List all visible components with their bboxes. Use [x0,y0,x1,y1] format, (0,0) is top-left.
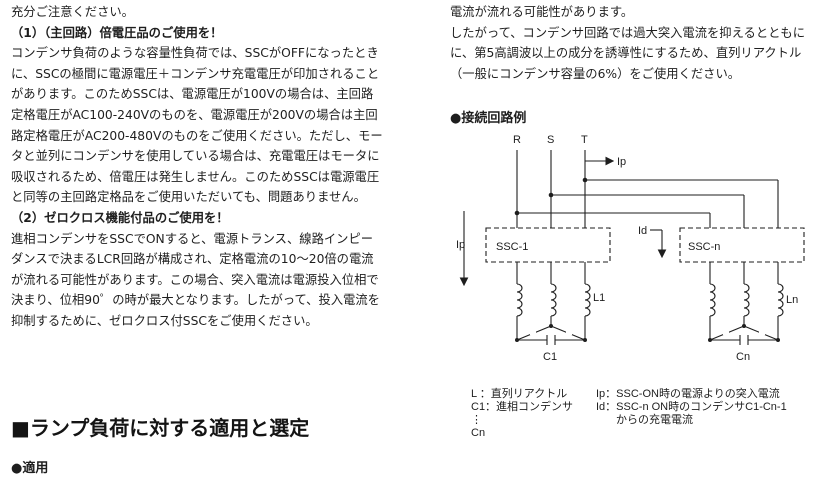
phase-r-label: R [513,134,521,146]
legend-right: Ip：SSC-ON時の電源よりの突入電流 Id：SSC-n ON時のコンデンサC… [596,388,787,427]
phase-t-label: T [581,134,588,146]
section-title: ■ランプ負荷に対する適用と選定 [11,416,310,440]
ip-top-label: Ip [617,156,626,168]
reactor-coil [777,283,784,317]
ssc-1-label: SSC-1 [496,241,528,253]
legend-item: Id：SSC-n ON時のコンデンサC1-Cn-1 [596,401,787,413]
paragraph-line: に、SSCの極間に電源電圧＋コンデンサ充電電圧が印加されること [11,66,380,81]
phase-s-label: S [547,134,554,146]
subsection-heading: （2）ゼロクロス機能付品のご使用を！ [11,211,229,225]
legend-item: C1：進相コンデンサ [471,401,574,413]
paragraph-line: 充分ご注意ください。 [11,5,134,19]
paragraph-line: 定格電圧がAC100-240Vのものを、電源電圧が200Vの場合は主回 [11,108,378,122]
paragraph-line: があります。このためSSCは、電源電圧が100Vの場合は、主回路 [11,87,374,102]
reactor-coil [550,283,557,317]
ssc-n-label: SSC-n [688,241,720,253]
reactor-coil [584,283,591,317]
ip-left-label: Ip [456,239,465,251]
legend-left: L ：直列リアクトル C1：進相コンデンサ ⋮ Cn [471,388,573,440]
ssc-1-box [485,227,611,263]
reactor-coil [709,283,716,317]
paragraph-line: が流れる可能性があります。この場合、突入電流は電源投入位相で [11,272,379,287]
paragraph-line: タと並列にコンデンサを使用している場合は、充電電圧はモータに [11,149,380,164]
legend-item: ⋮ [471,414,482,426]
paragraph-line: 抑制するために、ゼロクロス付SSCをご使用ください。 [11,314,318,328]
section-subtitle: ●適用 [11,461,49,476]
paragraph-line: に、第5高調波以上の成分を誘導性にするため、直列リアクトル [450,46,802,61]
circuit-example-title: ●接続回路例 [450,111,527,126]
subsection-heading: （1）（主回路）倍電圧品のご使用を！ [11,25,223,40]
ln-label: Ln [786,294,798,306]
paragraph-line: 電流が流れる可能性があります。 [450,5,634,19]
legend-item: からの充電電流 [616,414,693,426]
id-label: Id [638,225,647,237]
connection-circuit-diagram: R S T Ip Ip Id SSC-1 SSC-n L1 Ln C1 Cn [456,134,805,363]
paragraph-line: したがって、コンデンサ回路では過大突入電流を抑えるとともに [450,25,806,40]
paragraph-line: ダンスで決まるLCR回路が構成され、定格電流の10～20倍の電流 [11,252,374,267]
reactor-coil [743,283,750,317]
legend-item: Ip：SSC-ON時の電源よりの突入電流 [596,388,780,400]
l1-label: L1 [593,292,605,304]
reactor-coil [516,283,523,317]
paragraph-line: 進相コンデンサをSSCでONすると、電源トランス、線路インピー [11,231,374,246]
paragraph-line: 吸収されるため、倍電圧は発生しません。このためSSCは電源電圧 [11,169,380,184]
paragraph-line: 決まり、位相90゜の時が最大となります。したがって、投入電流を [11,293,380,308]
paragraph-line: 路定格電圧がAC200-480Vのものをご使用ください。ただし、モー [11,128,383,143]
c1-label: C1 [543,351,557,363]
paragraph-line: （一般にコンデンサ容量の6%）をご使用ください。 [450,66,741,81]
cn-label: Cn [736,351,750,363]
legend-item: Cn [471,427,486,439]
paragraph-line: と同等の主回路定格品をご使用いただいても、問題ありません。 [11,190,366,205]
ssc-n-box [679,227,805,263]
legend-item: L ：直列リアクトル [471,388,568,400]
paragraph-line: コンデンサ負荷のような容量性負荷では、SSCがOFFになったとき [11,46,379,61]
